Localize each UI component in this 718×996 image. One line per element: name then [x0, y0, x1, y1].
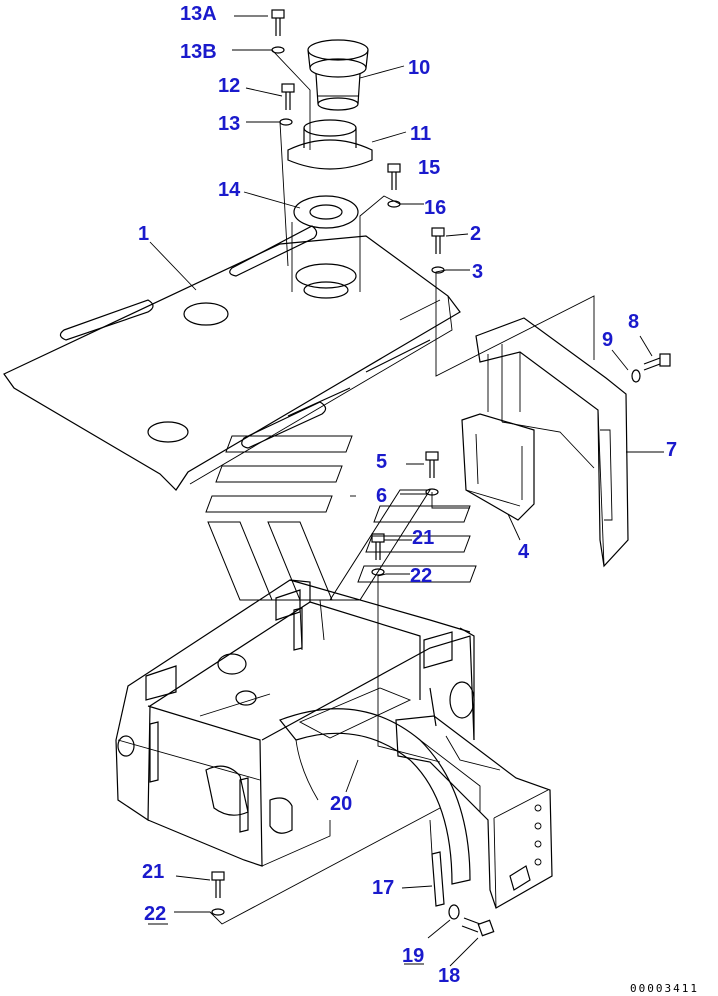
- washer-16: [387, 200, 401, 208]
- label-9: 9: [602, 329, 613, 351]
- label-13B: 13B: [180, 41, 217, 63]
- bolt-18: [461, 917, 495, 937]
- bolt-8: [643, 353, 671, 371]
- label-21-top: 21: [412, 527, 434, 549]
- label-15: 15: [418, 157, 440, 179]
- label-5: 5: [376, 451, 387, 473]
- leader-lines: [148, 15, 664, 967]
- label-13A: 13A: [180, 3, 217, 25]
- bolt-15: [387, 163, 401, 190]
- main-frame: [115, 579, 475, 867]
- washer-9: [631, 369, 641, 383]
- bolt-12: [281, 83, 295, 110]
- label-1: 1: [138, 223, 149, 245]
- washer-22-bottom: [211, 908, 225, 916]
- hood-cover: [3, 225, 461, 491]
- label-12: 12: [218, 75, 240, 97]
- label-4: 4: [518, 541, 530, 563]
- bolt-21-bottom: [211, 871, 225, 898]
- label-8: 8: [628, 311, 639, 333]
- lower-bracket: [429, 819, 445, 907]
- washer-3: [431, 266, 445, 274]
- label-14: 14: [218, 179, 241, 201]
- washer-19: [448, 904, 460, 920]
- bolt-13A: [271, 9, 285, 36]
- bolt-21-top: [371, 533, 385, 560]
- washer-22-top: [371, 568, 385, 576]
- watermark-logo: [205, 435, 477, 601]
- label-11: 11: [410, 123, 431, 145]
- rear-frame: [475, 317, 629, 568]
- label-20: 20: [330, 793, 352, 815]
- label-22-top: 22: [410, 565, 432, 587]
- label-19: 19: [402, 945, 424, 967]
- label-22-bottom: 22: [144, 903, 166, 925]
- label-3: 3: [472, 261, 483, 283]
- label-17: 17: [372, 877, 394, 899]
- label-7: 7: [666, 439, 677, 461]
- label-18: 18: [438, 965, 460, 987]
- cap-assembly: [287, 39, 373, 299]
- drawing-number: 00003411: [630, 982, 699, 995]
- label-21-bottom: 21: [142, 861, 164, 883]
- label-13: 13: [218, 113, 240, 135]
- fender-arch: [279, 708, 471, 885]
- bracket: [461, 413, 535, 521]
- label-6: 6: [376, 485, 387, 507]
- side-beam: [395, 715, 553, 909]
- washer-13: [279, 118, 293, 126]
- bolt-2: [431, 227, 445, 254]
- label-16: 16: [424, 197, 446, 219]
- bolt-5: [425, 451, 439, 478]
- label-10: 10: [408, 57, 430, 79]
- part-labels: 13A 13B 10 12 13 11 15 14 16 1 2 3 9 8 7…: [138, 3, 677, 987]
- label-2: 2: [470, 223, 481, 245]
